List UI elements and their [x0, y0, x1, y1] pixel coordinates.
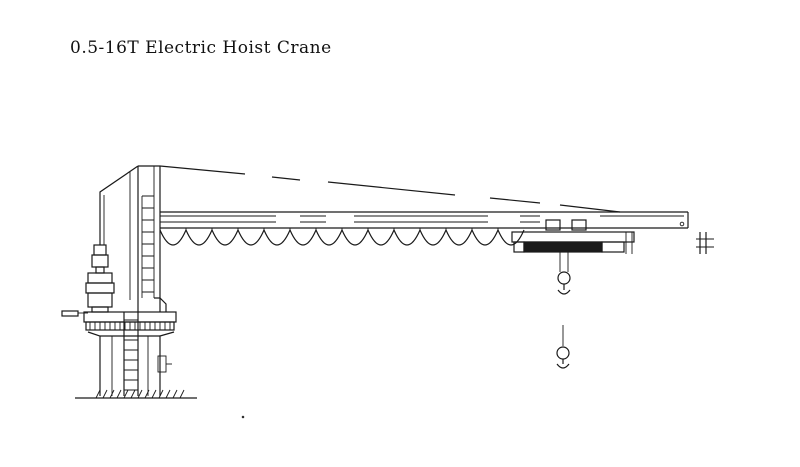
stray-dot [241, 415, 245, 419]
hook-lowered [556, 325, 570, 369]
jib-tie-bar [159, 165, 621, 213]
slewing-motor [61, 238, 115, 317]
ground-line [75, 389, 197, 399]
hook-upper [557, 271, 571, 295]
pedestal-column [87, 331, 175, 396]
crane-mast [137, 165, 167, 312]
festoon-cable [159, 228, 525, 246]
jib-end-stop [696, 232, 714, 254]
slewing-gear-ring [83, 311, 177, 331]
drawing-title: 0.5-16T Electric Hoist Crane [70, 38, 332, 58]
support-frame [99, 165, 139, 300]
jib-beam [160, 211, 689, 229]
electric-hoist-trolley [511, 219, 635, 272]
pedestal-ladder [123, 312, 139, 396]
